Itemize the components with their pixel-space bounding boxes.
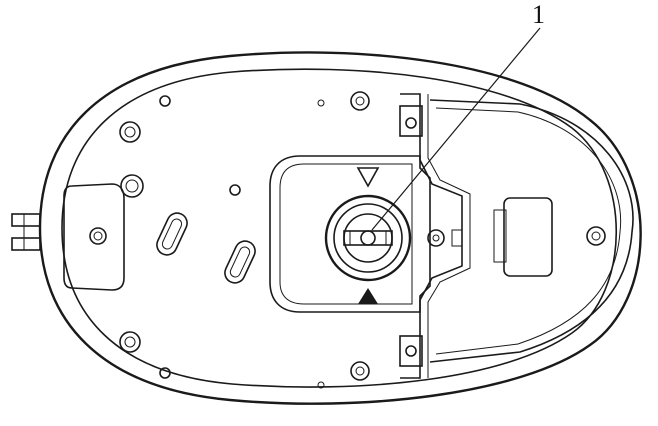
switch-screw xyxy=(427,229,445,247)
center-plate xyxy=(269,155,431,313)
skate-slots xyxy=(156,212,256,284)
callout-leader xyxy=(371,27,541,231)
optical-lens-ring xyxy=(324,194,412,282)
screw-bosses xyxy=(119,91,606,389)
callout-label-1: 1 xyxy=(532,0,545,29)
cable-connector xyxy=(11,213,41,251)
rail-block-bottom xyxy=(399,335,423,367)
cable-port xyxy=(63,183,125,291)
battery-door xyxy=(503,197,553,277)
rail-block-top xyxy=(399,105,423,137)
arrow-up-marker xyxy=(356,167,380,188)
arrow-down-marker xyxy=(358,288,378,304)
bottom-cover xyxy=(61,68,617,388)
battery-compartment xyxy=(429,99,634,363)
lens-center xyxy=(360,230,376,246)
lens-slot xyxy=(343,230,393,246)
outer-shell xyxy=(38,51,642,405)
